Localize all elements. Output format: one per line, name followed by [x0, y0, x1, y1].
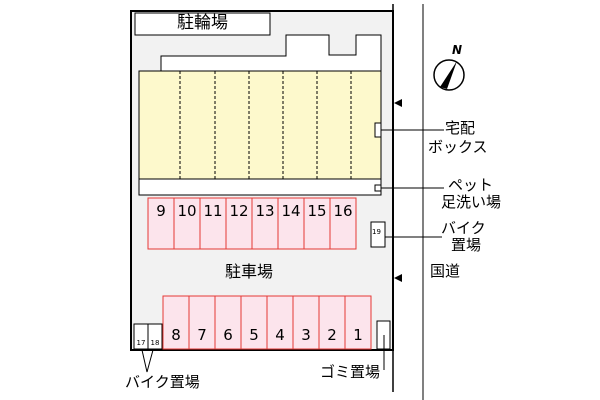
parking-space-number: 8 [171, 326, 181, 344]
delivery-box-label-2: ボックス [428, 138, 488, 156]
parking-space-number: 12 [229, 202, 249, 220]
parking-space-number: 3 [301, 326, 311, 344]
entrance-arrow-icon [394, 99, 402, 107]
parking-space-number: 7 [197, 326, 207, 344]
delivery-box-marker [374, 122, 382, 138]
parking-space-14 [277, 197, 305, 250]
parking-space-1 [344, 295, 372, 350]
bike-right-label-1: バイク [441, 219, 486, 237]
parking-space-13 [251, 197, 279, 250]
parking-space-4 [266, 295, 294, 350]
title: 駐輪場 [177, 13, 228, 33]
parking-space-number: 16 [333, 202, 353, 220]
title-box [134, 12, 271, 36]
garbage-label: ゴミ置場 [320, 363, 381, 381]
bike-space-19 [370, 221, 386, 248]
parking-space-10 [173, 197, 201, 250]
parking-space-number: 15 [307, 202, 327, 220]
parking-space-8 [162, 295, 190, 350]
bike-space-18-label: 18 [150, 339, 160, 347]
parking-space-number: 9 [156, 202, 166, 220]
parking-space-9 [147, 197, 175, 250]
parking-space-number: 4 [275, 326, 285, 344]
building-outline [160, 34, 382, 72]
parking-space-number: 11 [203, 202, 223, 220]
bike-left-label: バイク置場 [125, 373, 200, 391]
parking-space-3 [292, 295, 320, 350]
parking-space-number: 5 [249, 326, 259, 344]
pet-wash-marker [374, 184, 382, 192]
parking-space-number: 14 [281, 202, 301, 220]
parking-space-number: 2 [327, 326, 337, 344]
parking-space-number: 6 [223, 326, 233, 344]
pet-wash-label-1: ペット [448, 176, 494, 194]
parking-space-16 [329, 197, 357, 250]
balcony-row [138, 178, 382, 196]
parking-space-number: 13 [255, 202, 275, 220]
bike-space-18 [147, 323, 163, 350]
delivery-box-label-1: 宅配 [445, 119, 476, 137]
parking-label: 駐車場 [225, 262, 274, 281]
parking-space-15 [303, 197, 331, 250]
parking-space-number: 10 [177, 202, 197, 220]
building [138, 70, 382, 180]
bike-right-label-2: 置場 [451, 236, 482, 254]
bike-left-leader [141, 349, 154, 373]
bike-space-19-label: 19 [372, 228, 381, 236]
bike-space-17-label: 17 [136, 339, 146, 347]
entrance-arrow-icon [394, 274, 402, 282]
compass-north-label: N [452, 43, 463, 57]
parking-space-7 [188, 295, 216, 350]
parking-space-6 [214, 295, 242, 350]
parking-space-5 [240, 295, 268, 350]
road-label: 国道 [430, 262, 461, 280]
parking-space-11 [199, 197, 227, 250]
parking-space-number: 1 [353, 326, 363, 344]
compass-icon [433, 59, 465, 91]
pet-wash-label-2: 足洗い場 [441, 193, 502, 211]
